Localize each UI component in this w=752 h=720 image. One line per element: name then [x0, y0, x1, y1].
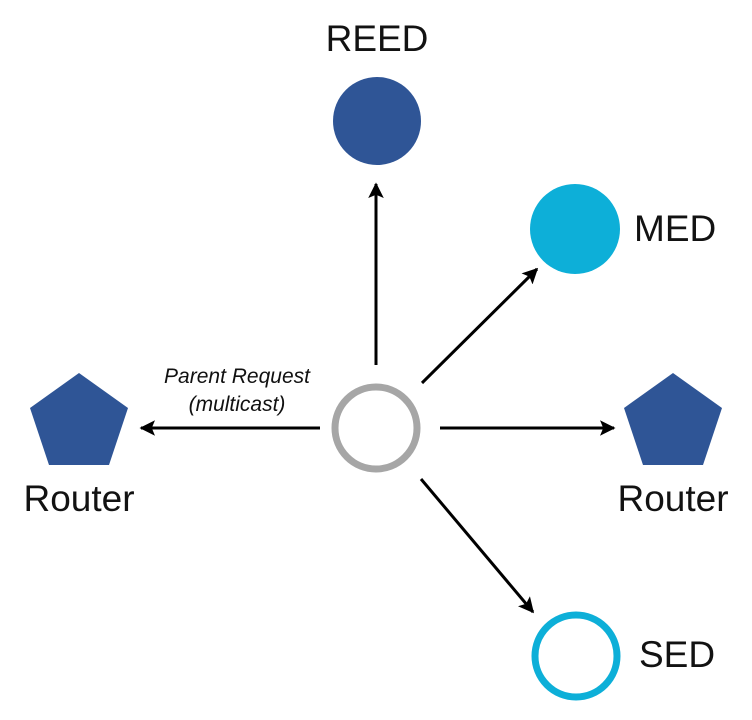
edges-group [139, 182, 616, 614]
router-left-label: Router [23, 478, 134, 519]
router-left-pentagon-icon[interactable] [30, 373, 128, 465]
parent-request-label-line2: (multicast) [189, 393, 286, 416]
reed-label: REED [326, 18, 429, 59]
node-joining-device[interactable] [331, 383, 421, 473]
parent-request-label: Parent Request (multicast) [164, 365, 311, 416]
parent-request-label-line1: Parent Request [164, 365, 311, 388]
edge-to-sed [419, 478, 535, 614]
node-reed[interactable]: REED [326, 18, 429, 165]
router-right-label: Router [617, 478, 728, 519]
med-label: MED [634, 208, 716, 249]
router-right-pentagon-icon[interactable] [624, 373, 722, 465]
node-sed[interactable]: SED [531, 611, 715, 701]
edge-to-med [420, 267, 539, 385]
node-router-right[interactable]: Router [617, 373, 729, 519]
sed-label: SED [639, 634, 715, 675]
node-router-left[interactable]: Router [23, 373, 135, 519]
joining-device-circle-icon[interactable] [331, 383, 421, 473]
med-circle-icon[interactable] [530, 184, 620, 274]
reed-circle-icon[interactable] [333, 77, 421, 165]
sed-circle-icon[interactable] [531, 611, 621, 701]
node-med[interactable]: MED [530, 184, 716, 274]
